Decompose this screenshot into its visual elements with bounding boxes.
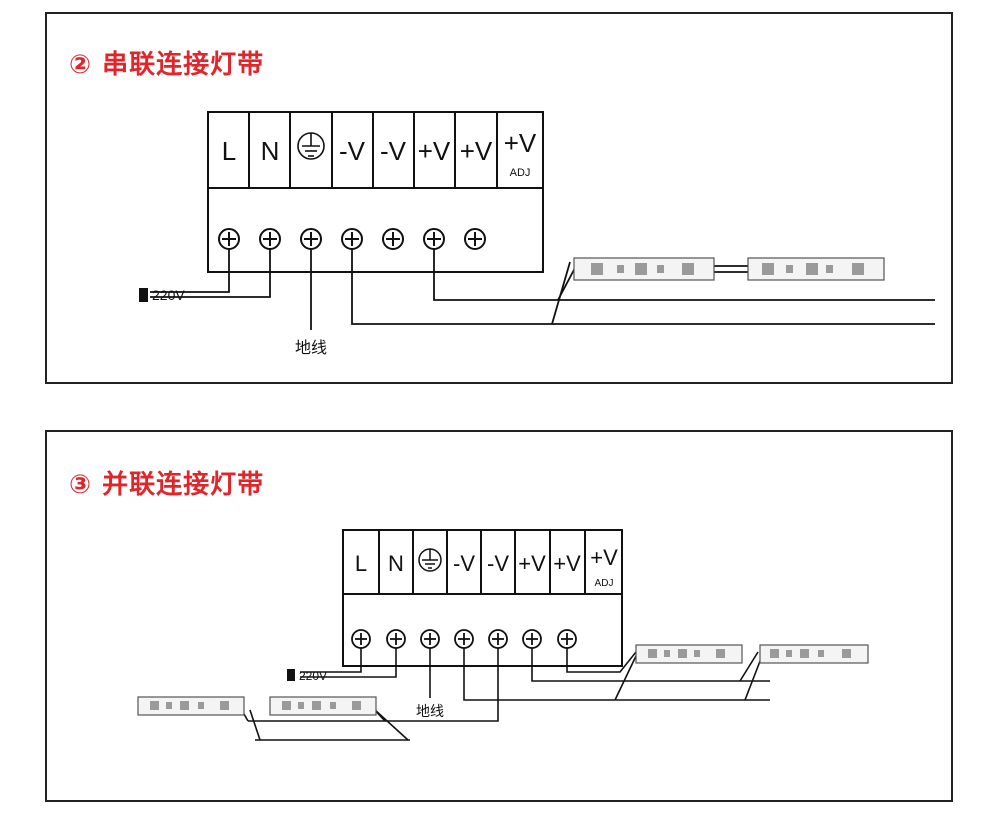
parallel-power-supply — [342, 529, 623, 667]
screw-icon — [218, 228, 240, 250]
parallel-title: ③ 并联连接灯带 — [69, 470, 265, 500]
series-source-label: 220V — [152, 287, 185, 303]
terminal-label-pos2: +V — [553, 551, 581, 576]
screw-icon — [341, 228, 363, 250]
screw-icon — [300, 228, 322, 250]
parallel-led-strip-right-2 — [759, 644, 869, 664]
screw-icon — [382, 228, 404, 250]
terminal-label-pos2: +V — [460, 136, 493, 166]
terminal-label-pos1: +V — [518, 551, 546, 576]
terminal-label-neg2: -V — [380, 136, 407, 166]
parallel-led-strip-left-2 — [269, 696, 377, 716]
screw-icon — [454, 629, 474, 649]
parallel-terminal-labels: L N -V -V +V +V +V ADJ — [355, 545, 618, 589]
plug-icon — [287, 669, 295, 681]
terminal-label-neg1: -V — [453, 551, 475, 576]
terminal-label-L: L — [355, 551, 367, 576]
parallel-panel: ③ 并联连接灯带 — [45, 430, 953, 802]
terminal-label-N: N — [388, 551, 404, 576]
screw-icon — [259, 228, 281, 250]
series-led-strip-1 — [573, 257, 715, 281]
screw-icon — [420, 629, 440, 649]
adj-label: ADJ — [510, 167, 531, 179]
terminal-label-pos-adj: +V — [590, 545, 618, 570]
terminal-label-pos1: +V — [418, 136, 451, 166]
screw-icon — [464, 228, 486, 250]
series-screw-terminals — [218, 228, 486, 250]
screw-icon — [557, 629, 577, 649]
parallel-screw-terminals — [351, 629, 577, 649]
series-panel: ② 串联连接灯带 — [45, 12, 953, 384]
parallel-ground-label: 地线 — [416, 703, 444, 719]
ground-icon — [418, 548, 442, 572]
adj-label: ADJ — [595, 578, 614, 589]
ground-icon — [297, 132, 325, 160]
terminal-label-neg2: -V — [487, 551, 509, 576]
series-wires — [150, 249, 935, 330]
series-title: ② 串联连接灯带 — [69, 50, 265, 80]
screw-icon — [386, 629, 406, 649]
series-ground-label: 地线 — [295, 339, 327, 357]
terminal-label-L: L — [222, 136, 236, 166]
terminal-label-N: N — [261, 136, 280, 166]
series-led-strip-2 — [747, 257, 885, 281]
screw-icon — [522, 629, 542, 649]
series-terminal-labels: L N -V -V +V +V +V ADJ — [222, 128, 537, 179]
series-power-supply — [207, 111, 544, 273]
terminal-label-pos-adj: +V — [504, 128, 537, 158]
screw-icon — [351, 629, 371, 649]
parallel-led-strip-left-1 — [137, 696, 245, 716]
screw-icon — [423, 228, 445, 250]
plug-icon — [139, 288, 148, 302]
terminal-label-neg1: -V — [339, 136, 366, 166]
parallel-source-label: 220V — [299, 669, 327, 683]
parallel-led-strip-right-1 — [635, 644, 743, 664]
psu-body — [207, 111, 544, 273]
screw-icon — [488, 629, 508, 649]
